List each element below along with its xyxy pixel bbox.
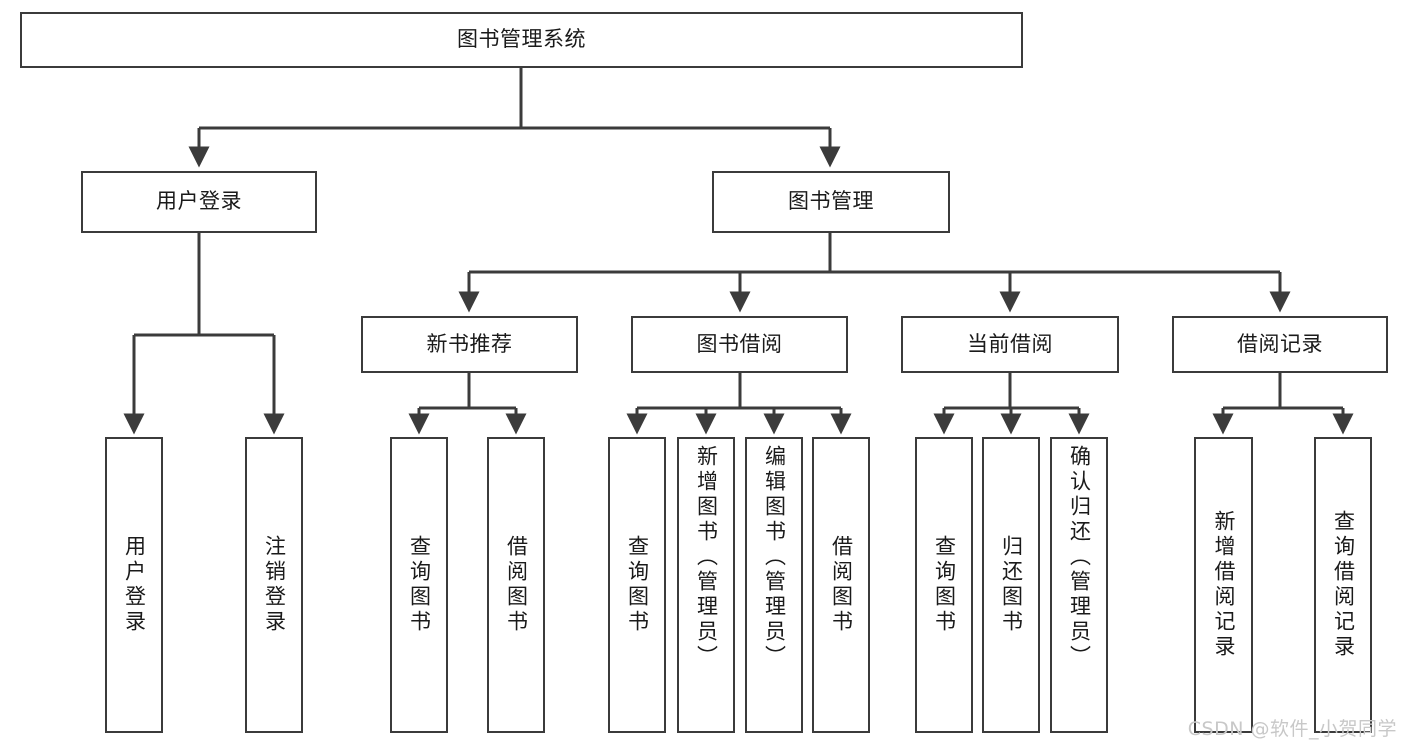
leaf-current-confirm-return[interactable]: 确认归还（管理员） (1050, 437, 1108, 733)
leaf-label: 借阅图书 (829, 535, 854, 635)
leaf-new-book-query[interactable]: 查询图书 (390, 437, 448, 733)
node-root[interactable]: 图书管理系统 (20, 12, 1023, 68)
leaf-label: 新增图书（管理员） (694, 445, 719, 670)
node-borrow-record[interactable]: 借阅记录 (1172, 316, 1388, 373)
leaf-label: 借阅图书 (504, 535, 529, 635)
leaf-user-login-logout[interactable]: 注销登录 (245, 437, 303, 733)
leaf-label: 用户登录 (122, 535, 147, 635)
leaf-label: 查询图书 (407, 535, 432, 635)
leaf-label: 编辑图书（管理员） (762, 445, 787, 670)
node-book-borrow[interactable]: 图书借阅 (631, 316, 848, 373)
leaf-record-add[interactable]: 新增借阅记录 (1194, 437, 1253, 733)
leaf-current-return-book[interactable]: 归还图书 (982, 437, 1040, 733)
node-new-book-recommend[interactable]: 新书推荐 (361, 316, 578, 373)
leaf-borrow-add-book[interactable]: 新增图书（管理员） (677, 437, 735, 733)
node-current-borrow-label: 当前借阅 (967, 331, 1053, 356)
leaf-current-query-book[interactable]: 查询图书 (915, 437, 973, 733)
leaf-borrow-edit-book[interactable]: 编辑图书（管理员） (745, 437, 803, 733)
node-book-management[interactable]: 图书管理 (712, 171, 950, 233)
node-current-borrow[interactable]: 当前借阅 (901, 316, 1119, 373)
node-borrow-record-label: 借阅记录 (1237, 331, 1323, 356)
leaf-borrow-query-book[interactable]: 查询图书 (608, 437, 666, 733)
leaf-label: 归还图书 (999, 535, 1024, 635)
leaf-label: 查询图书 (625, 535, 650, 635)
leaf-label: 查询借阅记录 (1331, 510, 1356, 660)
node-user-login[interactable]: 用户登录 (81, 171, 317, 233)
node-book-borrow-label: 图书借阅 (696, 331, 783, 356)
node-book-management-label: 图书管理 (788, 189, 874, 214)
leaf-label: 新增借阅记录 (1212, 510, 1236, 660)
leaf-new-book-borrow[interactable]: 借阅图书 (487, 437, 545, 733)
leaf-borrow-borrow-book[interactable]: 借阅图书 (812, 437, 870, 733)
leaf-record-query[interactable]: 查询借阅记录 (1314, 437, 1372, 733)
leaf-label: 查询图书 (932, 535, 957, 635)
leaf-label: 确认归还（管理员） (1067, 445, 1092, 670)
node-user-login-label: 用户登录 (156, 189, 242, 214)
node-root-label: 图书管理系统 (457, 27, 586, 52)
leaf-user-login-login[interactable]: 用户登录 (105, 437, 163, 733)
leaf-label: 注销登录 (262, 535, 287, 635)
node-new-book-recommend-label: 新书推荐 (426, 331, 513, 356)
